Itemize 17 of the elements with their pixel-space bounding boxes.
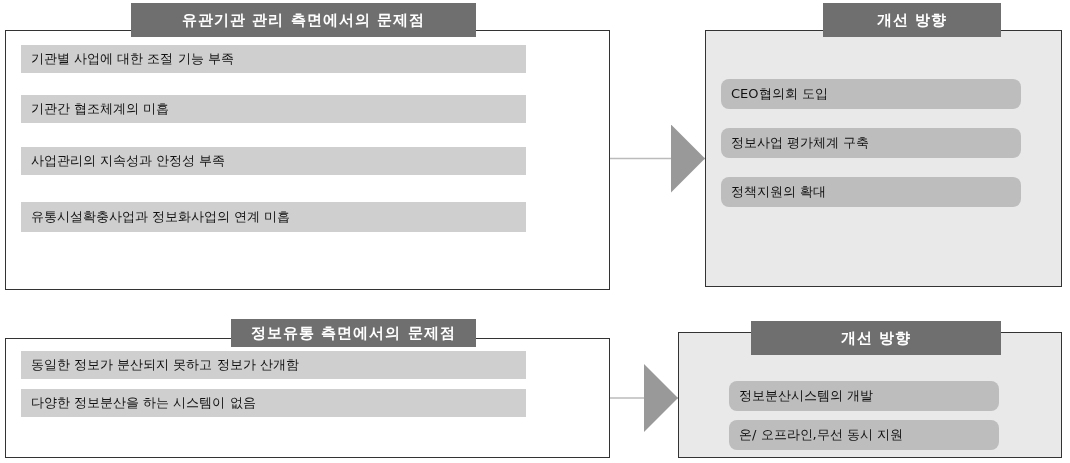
item-bar: 정책지원의 확대 bbox=[721, 177, 1021, 207]
item-bar: 동일한 정보가 분산되지 못하고 정보가 산개함 bbox=[21, 351, 526, 379]
item-bar: 기관간 협조체계의 미흡 bbox=[21, 95, 526, 123]
item-bar: 다양한 정보분산을 하는 시스템이 없음 bbox=[21, 389, 526, 417]
item-bar: 정보분산시스템의 개발 bbox=[729, 381, 999, 411]
panel-heading: 개선 방향 bbox=[751, 321, 1001, 355]
item-bar: 기관별 사업에 대한 조절 기능 부족 bbox=[21, 45, 526, 73]
chevron-arrow bbox=[609, 364, 679, 432]
item-bar: 사업관리의 지속성과 안정성 부족 bbox=[21, 147, 526, 175]
chevron-arrow bbox=[609, 124, 706, 193]
item-bar: 온/ 오프라인,무선 동시 지원 bbox=[729, 420, 999, 450]
item-bar: CEO협의회 도입 bbox=[721, 79, 1021, 109]
panel-heading: 유관기관 관리 측면에서의 문제점 bbox=[131, 3, 476, 37]
item-bar: 정보사업 평가체계 구축 bbox=[721, 128, 1021, 158]
panel-heading: 정보유통 측면에서의 문제점 bbox=[231, 319, 476, 347]
panel-heading: 개선 방향 bbox=[823, 3, 1001, 37]
item-bar: 유통시설확충사업과 정보화사업의 연계 미흡 bbox=[21, 202, 526, 232]
